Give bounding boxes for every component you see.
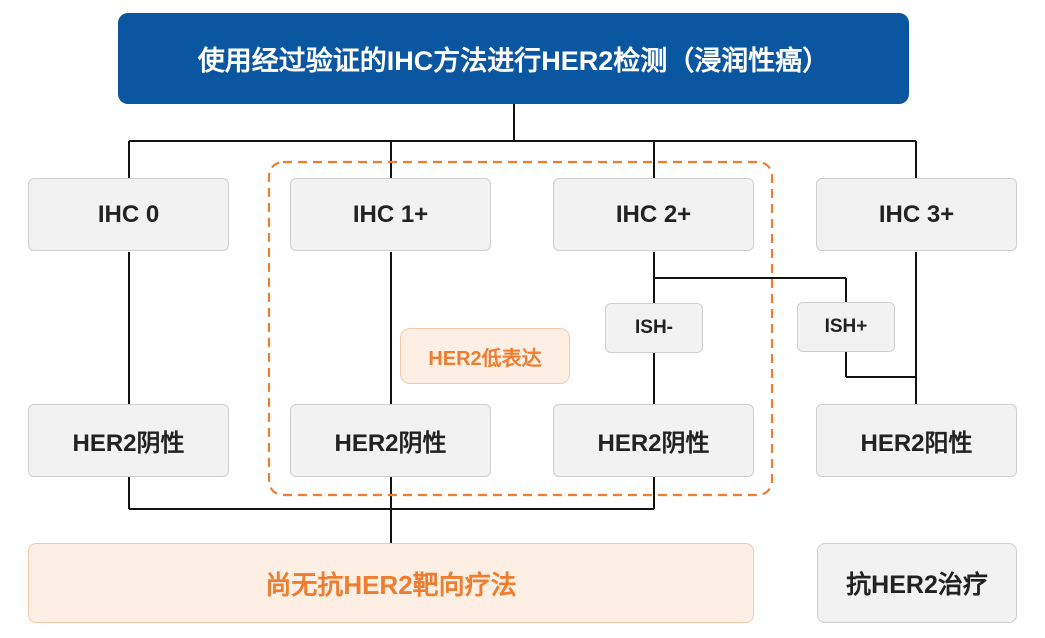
her2-negative-box: HER2阴性 xyxy=(28,404,229,477)
her2-low-bracket xyxy=(267,160,774,497)
ihc-0-box: IHC 0 xyxy=(28,178,229,251)
page-title: 使用经过验证的IHC方法进行HER2检测（浸润性癌） xyxy=(118,13,909,104)
her2-negative-box: HER2阴性 xyxy=(290,404,491,477)
ihc-2plus-box: IHC 2+ xyxy=(553,178,754,251)
ihc-1plus-box: IHC 1+ xyxy=(290,178,491,251)
anti-her2-therapy-box: 抗HER2治疗 xyxy=(817,543,1017,623)
her2-negative-box: HER2阴性 xyxy=(553,404,754,477)
ihc-3plus-box: IHC 3+ xyxy=(816,178,1017,251)
ish-negative-box: ISH- xyxy=(605,303,703,353)
her2-low-label: HER2低表达 xyxy=(400,328,570,384)
no-targeted-therapy-box: 尚无抗HER2靶向疗法 xyxy=(28,543,754,623)
ish-positive-box: ISH+ xyxy=(797,302,895,352)
her2-positive-box: HER2阳性 xyxy=(816,404,1017,477)
